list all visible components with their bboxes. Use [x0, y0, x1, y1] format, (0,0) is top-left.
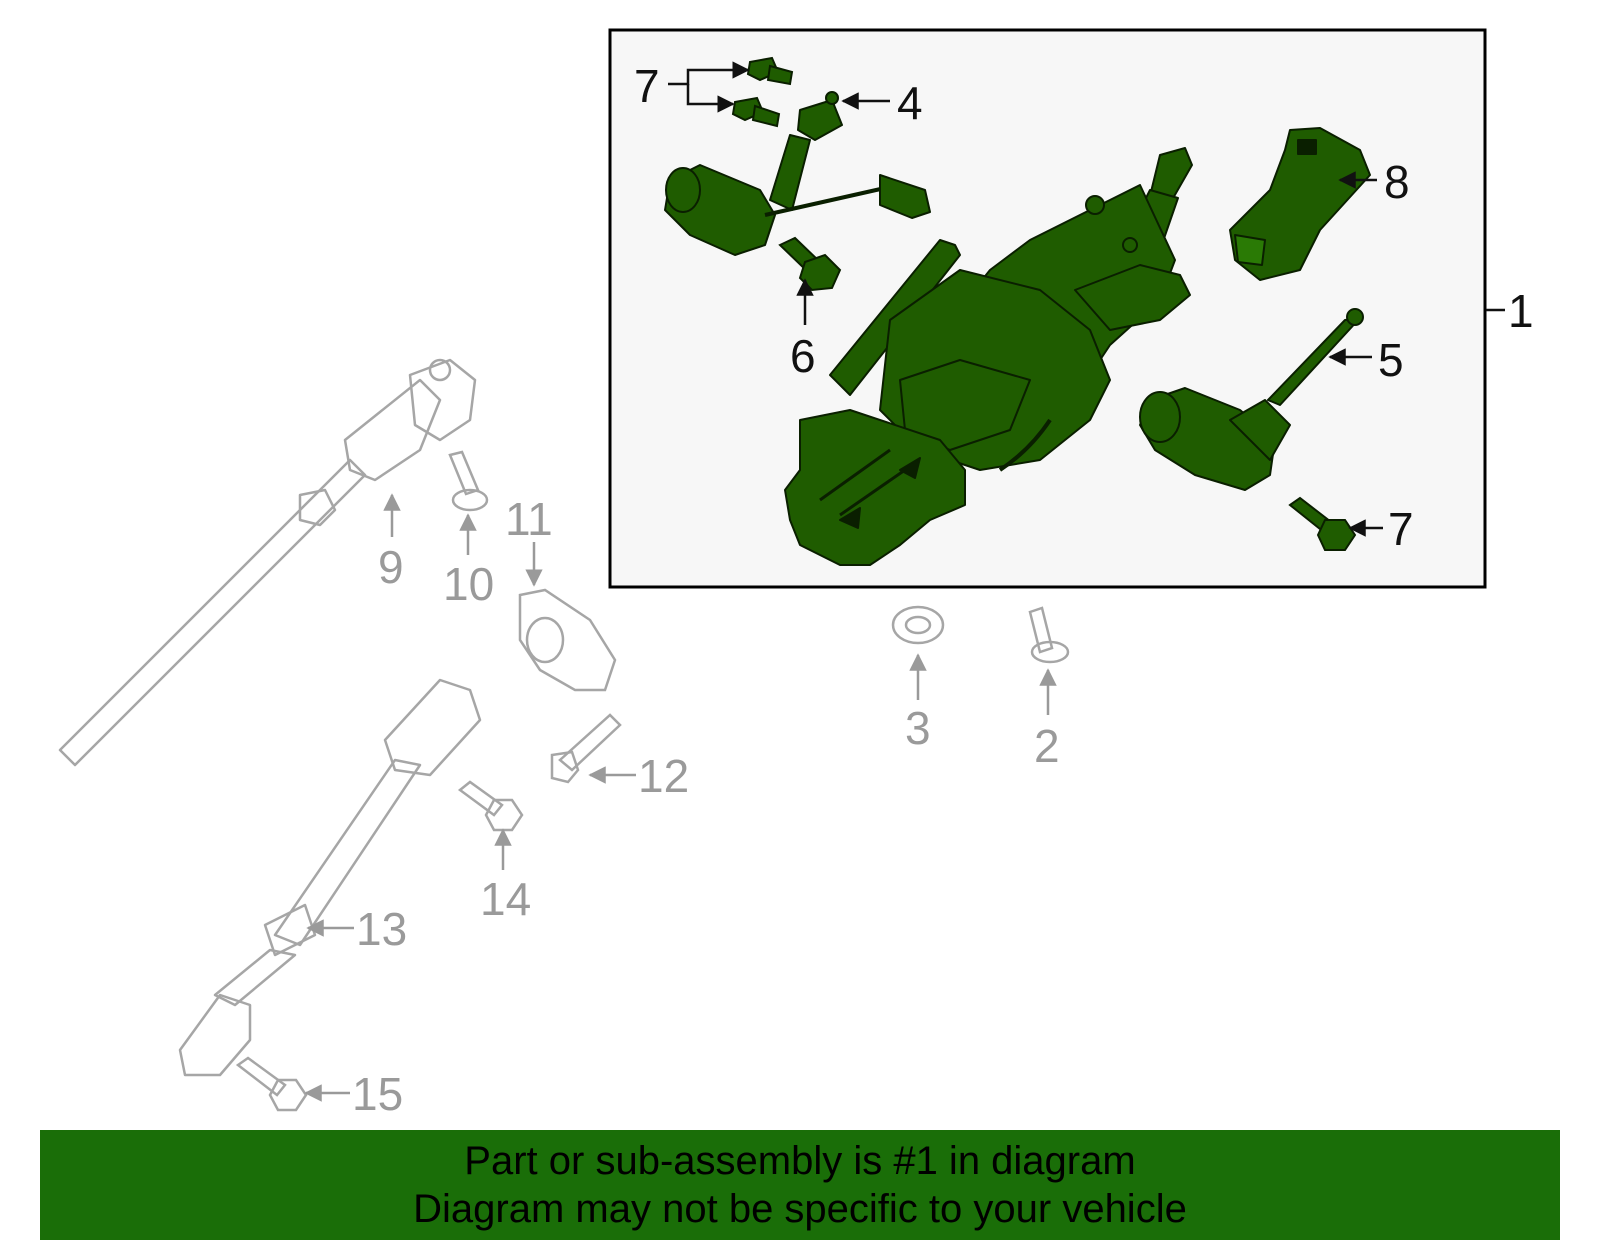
part-3-grommet[interactable] — [891, 605, 945, 645]
leader-lines-inactive — [304, 493, 1057, 1102]
callout-6: 6 — [790, 330, 816, 382]
leader-lines-active — [668, 61, 1505, 537]
callout-7-upper: 7 — [634, 60, 660, 112]
part-8-control-module[interactable] — [1229, 127, 1371, 281]
callout-4: 4 — [897, 77, 923, 129]
callout-2: 2 — [1034, 720, 1060, 772]
info-banner: Part or sub-assembly is #1 in diagram Di… — [40, 1130, 1560, 1240]
callout-3: 3 — [905, 702, 931, 754]
callout-12: 12 — [638, 750, 689, 802]
callout-5: 5 — [1378, 334, 1404, 386]
callout-14: 14 — [480, 873, 531, 925]
callout-8: 8 — [1384, 156, 1410, 208]
steering-column-assembly[interactable] — [784, 147, 1193, 566]
callout-15: 15 — [352, 1068, 403, 1120]
part-2-bolt[interactable] — [1028, 606, 1070, 664]
callout-10: 10 — [443, 558, 494, 610]
part-14-bolt[interactable] — [457, 780, 524, 832]
callout-13: 13 — [356, 903, 407, 955]
part-15-bolt[interactable] — [235, 1056, 308, 1112]
banner-line-2: Diagram may not be specific to your vehi… — [413, 1187, 1187, 1231]
part-5-telescope-motor[interactable] — [1139, 308, 1364, 491]
parts-diagram: 1 4 7 6 8 5 7 9 10 11 12 13 14 15 3 2 — [58, 28, 1534, 1120]
part-7-bolts-upper[interactable] — [731, 56, 794, 128]
part-4-tilt-motor[interactable] — [664, 91, 931, 256]
part-13-lower-shaft[interactable] — [178, 678, 482, 1077]
part-11-seal[interactable] — [518, 588, 617, 692]
callout-7-lower: 7 — [1388, 503, 1414, 555]
part-9-intermediate-shaft[interactable] — [58, 358, 477, 767]
part-7-bolt-lower[interactable] — [1288, 496, 1357, 551]
callout-9: 9 — [378, 541, 404, 593]
part-12-bolt[interactable] — [550, 713, 622, 784]
part-10-bolt[interactable] — [448, 450, 489, 512]
callout-1: 1 — [1508, 285, 1534, 337]
callout-11: 11 — [505, 493, 553, 545]
banner-line-1: Part or sub-assembly is #1 in diagram — [464, 1139, 1136, 1183]
